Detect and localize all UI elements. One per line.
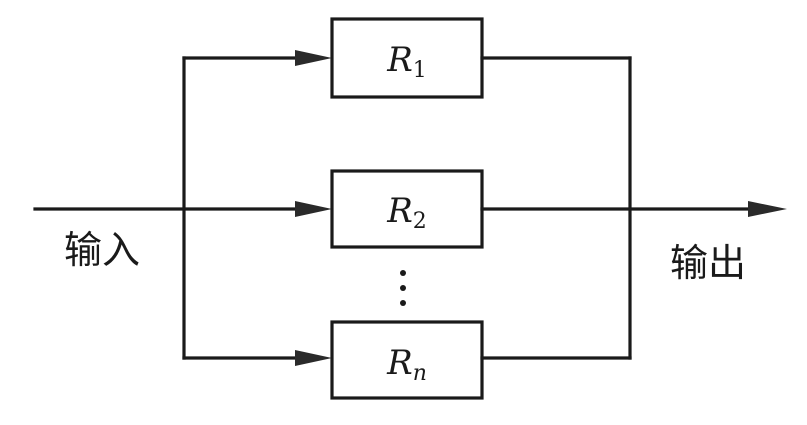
input-label: 输入 [64,228,140,272]
ellipsis-icon [400,270,406,306]
component-rn: Rn [330,320,484,400]
component-label: R2 [386,191,427,234]
component-r1: R1 [330,17,484,99]
arrow-in-rn-icon [295,350,332,366]
component-box [330,320,484,400]
arrow-output-icon [748,201,787,217]
component-label: Rn [386,343,427,386]
component-label: R1 [386,40,427,83]
output-label: 输出 [670,241,746,285]
arrow-in-r2-icon [295,201,332,217]
component-r2: R2 [330,169,484,249]
arrow-in-r1-icon [295,50,332,66]
component-box [330,17,484,99]
